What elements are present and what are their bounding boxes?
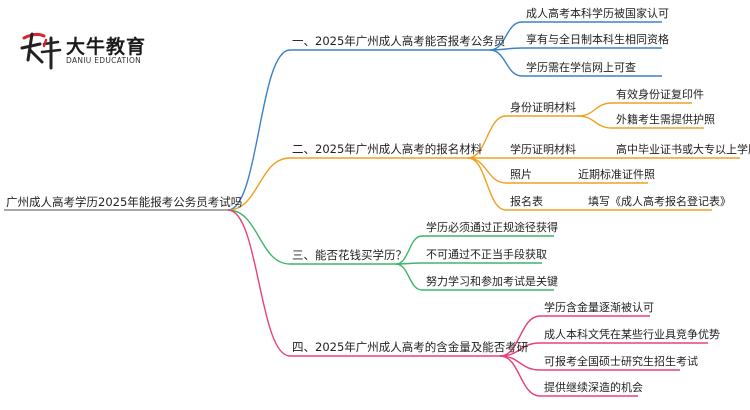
branch-4-child-1-label: 学历含金量逐渐被认可 (544, 300, 654, 314)
branch-2-child-3-leaf-1-label: 近期标准证件照 (578, 167, 655, 181)
branch-2-child-4-leaf-1-label: 填写《成人高考报名登记表》 (588, 194, 731, 208)
edge-root-branch-1 (227, 49, 291, 211)
mindmap-labels: 广州成人高考学历2025年能报考公务员考试吗 一、2025年广州成人高考能否报考公… (6, 6, 750, 394)
logo-mark-icon (20, 32, 62, 70)
branch-2-label: 二、2025年广州成人高考的报名材料 (292, 142, 483, 156)
edge-branch-4-child-1 (499, 315, 541, 357)
edge-branch-1-child-1 (489, 21, 523, 51)
branch-1-label: 一、2025年广州成人高考能否报考公务员 (292, 34, 505, 48)
logo-name: 大牛教育 (66, 36, 147, 58)
branch-4-label: 四、2025年广州成人高考的含金量及能否考研 (292, 340, 529, 354)
edge-root-branch-4 (227, 209, 291, 357)
branch-2-child-1-leaf-1-label: 有效身份证复印件 (616, 87, 704, 101)
branch-3-label: 三、能否花钱买学历？ (292, 248, 407, 262)
branch-3-child-1-label: 学历必须通过正规途径获得 (426, 220, 558, 234)
branch-1-child-1-label: 成人高考本科学历被国家认可 (526, 6, 669, 20)
logo-subtitle: DANIU EDUCATION (66, 56, 142, 65)
edge-branch-1-child-3 (489, 49, 523, 77)
branch-2-child-3-label: 照片 (510, 168, 532, 181)
branch-4-child-3-label: 可报考全国硕士研究生招生考试 (544, 354, 698, 368)
logo: 大牛教育 DANIU EDUCATION (18, 28, 178, 78)
mindmap-underlines (4, 21, 740, 397)
edge-branch-2-child-1-leaf-1 (577, 102, 613, 117)
branch-2-child-1-label: 身份证明材料 (510, 100, 576, 114)
edge-branch-2-child-1 (467, 115, 507, 159)
branch-4-child-2-label: 成人本科文凭在某些行业具竞争优势 (544, 327, 720, 341)
branch-2-child-1-leaf-2-label: 外籍考生需提供护照 (616, 112, 715, 126)
branch-4-child-4-label: 提供继续深造的机会 (544, 380, 643, 394)
branch-2-child-4-label: 报名表 (510, 194, 543, 208)
branch-2-child-2-label: 学历证明材料 (510, 142, 576, 156)
root-topic: 广州成人高考学历2025年能报考公务员考试吗 (6, 195, 242, 209)
branch-3-child-2-label: 不可通过不正当手段获取 (426, 247, 547, 261)
edge-branch-2-child-3 (467, 157, 507, 184)
edge-branch-3-child-3 (395, 263, 423, 291)
branch-1-child-2-label: 享有与全日制本科生相同资格 (526, 32, 669, 46)
branch-3-child-3-label: 努力学习和参加考试是关键 (426, 274, 558, 288)
edge-root-branch-3 (227, 209, 291, 265)
mindmap-edges (227, 21, 613, 397)
edge-branch-4-child-4 (499, 355, 541, 397)
edge-branch-2-child-1-leaf-2 (577, 115, 613, 129)
branch-2-child-2-leaf-1-label: 高中毕业证书或大专以上学历 (616, 142, 750, 156)
branch-1-child-3-label: 学历需在学信网上可查 (526, 60, 636, 74)
edge-root-branch-2 (227, 157, 291, 211)
edge-branch-2-child-4 (467, 157, 507, 211)
edge-branch-3-child-1 (395, 235, 423, 265)
